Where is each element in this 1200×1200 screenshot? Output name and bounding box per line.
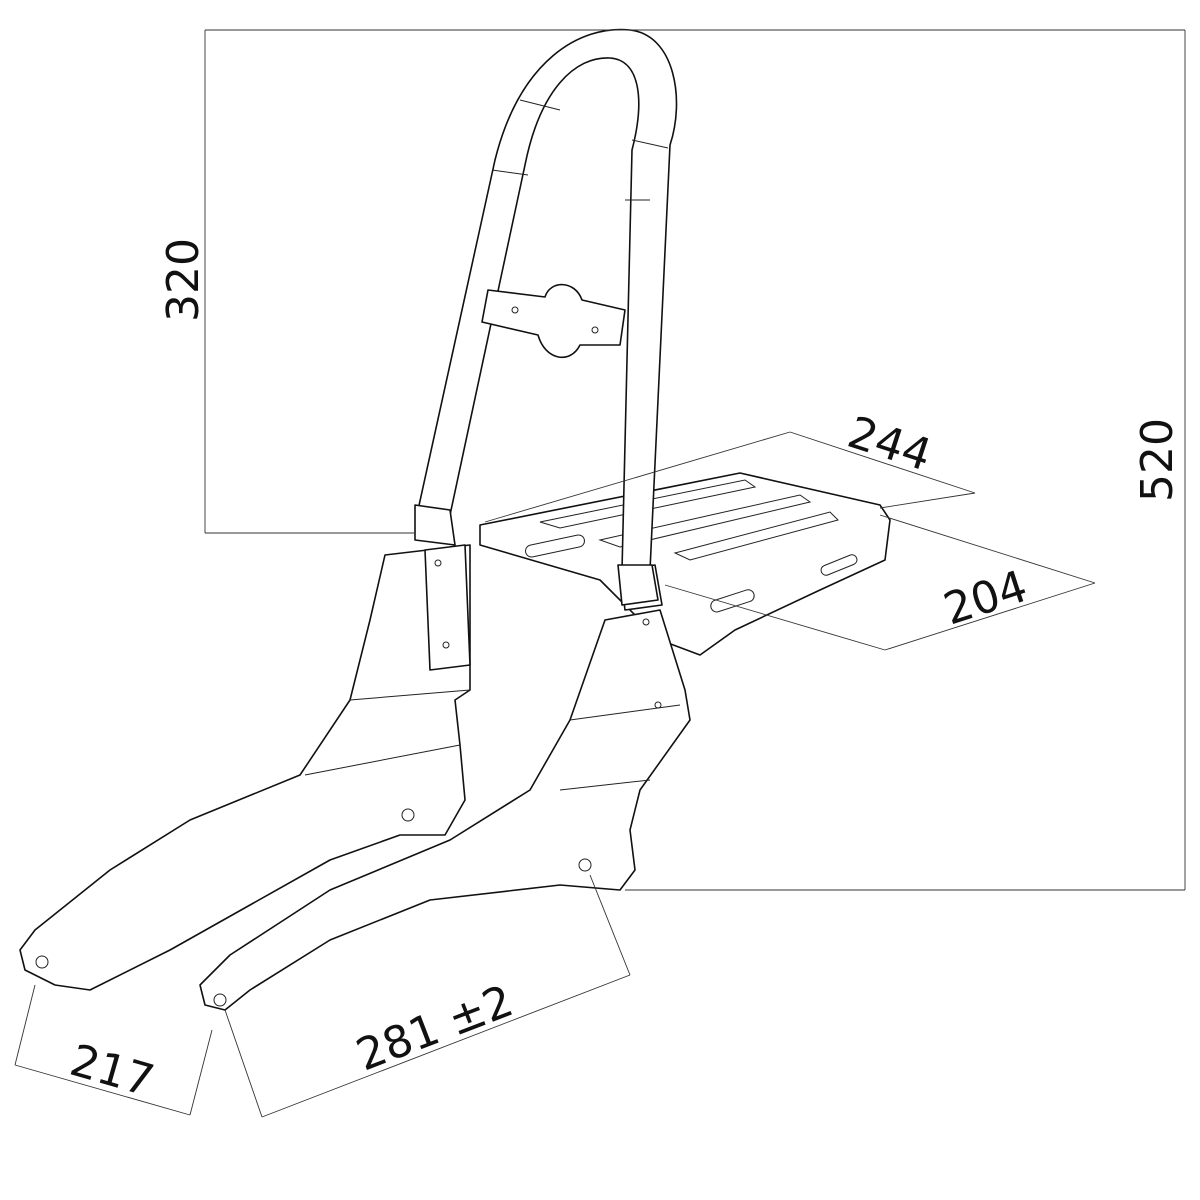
dimension-label-520: 520 — [1132, 418, 1183, 502]
dimension-217: 217 — [14, 984, 213, 1116]
left-side-plate — [19, 544, 471, 991]
left-plate-hole — [401, 808, 415, 822]
backrest-brace — [481, 283, 626, 359]
dimension-label-204: 204 — [938, 561, 1034, 635]
dimension-label-281: 281 ±2 — [350, 975, 520, 1081]
dimension-281: 281 ±2 — [224, 874, 631, 1118]
left-front-hole — [35, 955, 49, 969]
dimension-label-217: 217 — [65, 1035, 160, 1107]
left-plate-fold — [304, 689, 471, 776]
backrest-loop — [417, 28, 678, 571]
dimension-label-244: 244 — [842, 407, 938, 481]
right-front-hole — [213, 993, 227, 1007]
right-side-plate — [199, 609, 691, 1011]
right-plate-hole — [578, 858, 592, 872]
left-bracket — [424, 544, 471, 671]
dimension-320: 320 — [158, 29, 440, 534]
dimension-label-320: 320 — [158, 238, 209, 322]
luggage-rack — [479, 472, 891, 656]
dimension-520: 520 — [440, 29, 1186, 891]
